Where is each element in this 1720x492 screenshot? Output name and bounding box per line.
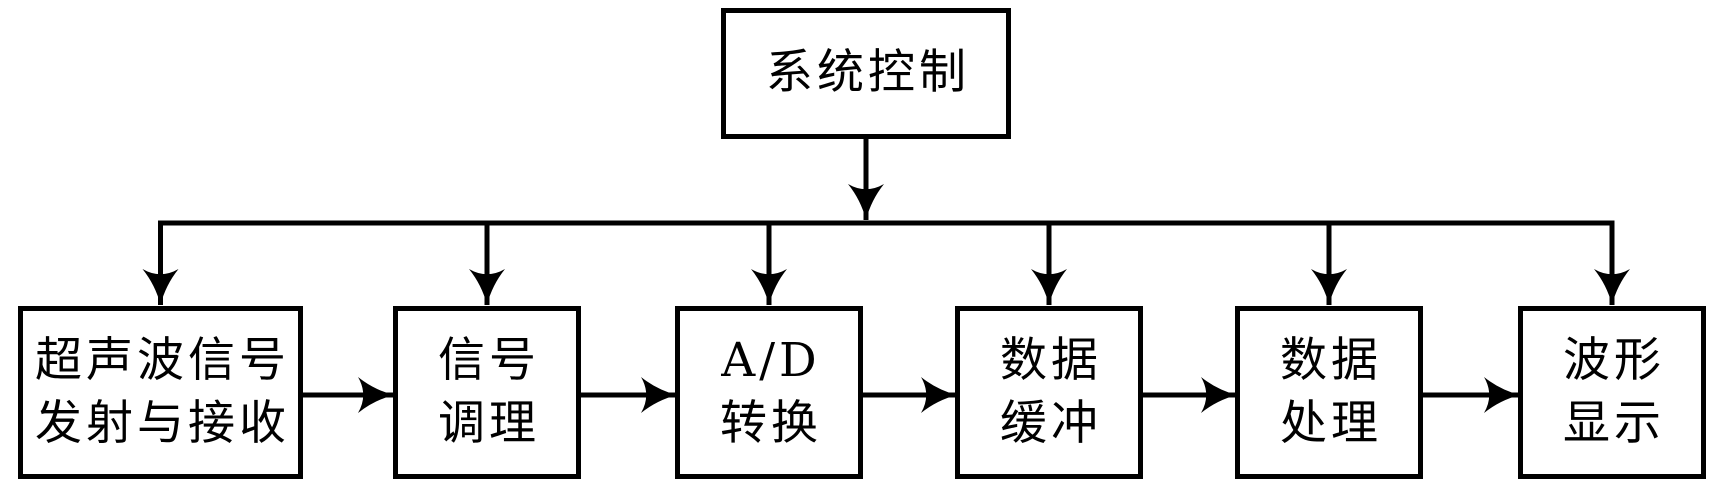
node-ultrasonic-signal-tx-rx: 超声波信号 发射与接收 [18,306,303,479]
node-label-line: A/D [721,333,821,389]
node-data-processing: 数据 处理 [1235,306,1423,479]
node-data-buffer: 数据 缓冲 [955,306,1143,479]
node-system-control: 系统控制 [721,8,1011,139]
node-label-line: 系统控制 [766,45,970,101]
node-signal-conditioning: 信号 调理 [393,306,581,479]
node-label-line: 数据 [1280,333,1382,389]
node-waveform-display: 波形 显示 [1518,306,1706,479]
node-label-line: 转换 [720,395,822,451]
node-label-line: 超声波信号 [35,333,290,389]
node-label-line: 调理 [438,395,540,451]
node-label-line: 波形 [1563,333,1665,389]
node-label-line: 缓冲 [1000,395,1102,451]
node-label-line: 数据 [1000,333,1102,389]
node-label-line: 显示 [1563,395,1665,451]
node-label-line: 信号 [438,333,540,389]
node-label-line: 处理 [1280,395,1382,451]
node-label-line: 发射与接收 [35,395,290,451]
node-ad-conversion: A/D 转换 [675,306,863,479]
